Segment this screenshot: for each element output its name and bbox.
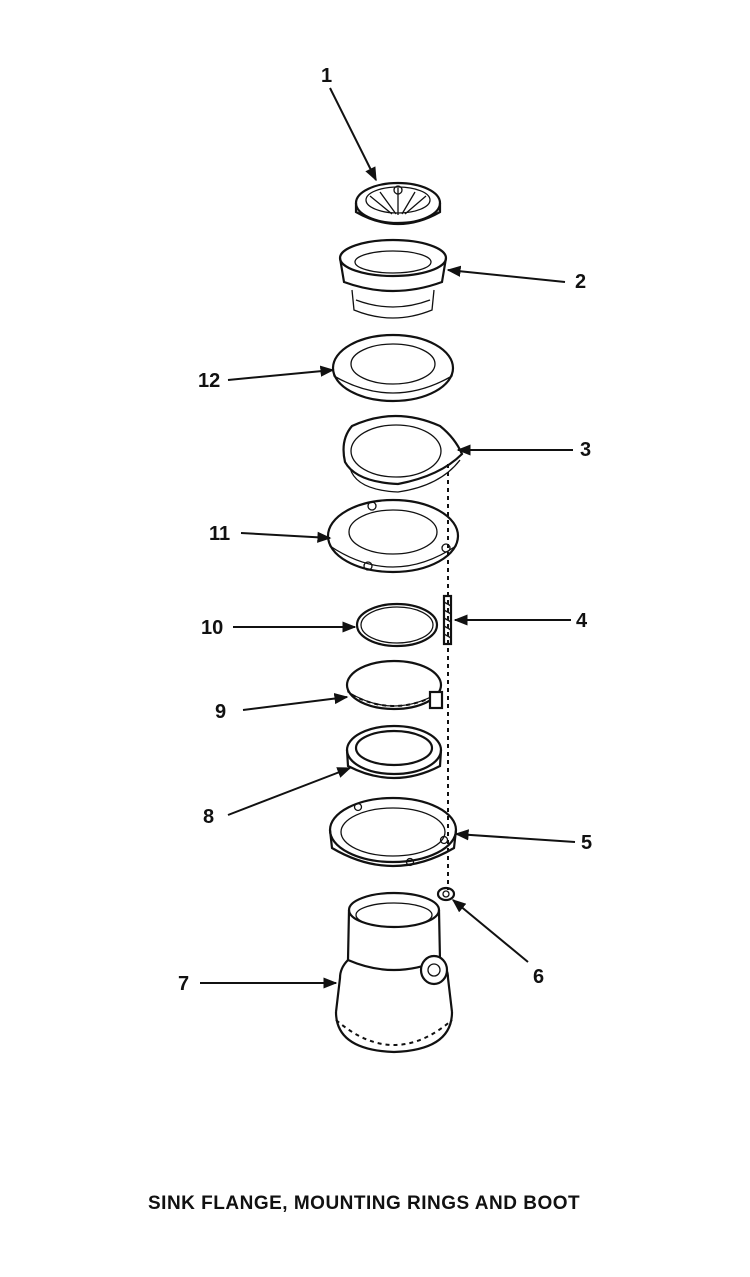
callout-9: 9 (215, 701, 226, 723)
part-1-stopper (354, 181, 442, 226)
callout-4: 4 (576, 610, 588, 632)
callout-12: 12 (198, 370, 220, 392)
part-7-boot (334, 891, 454, 1054)
part-3-triangle-mount (342, 414, 464, 493)
part-12-gasket (331, 333, 455, 403)
part-8-mounting-gasket (345, 724, 443, 780)
part-2-sink-flange (338, 238, 448, 319)
callout-1: 1 (321, 65, 332, 87)
part-11-backup-flange (326, 498, 460, 574)
callout-6: 6 (533, 966, 544, 988)
callout-3: 3 (580, 439, 591, 461)
part-6-nut (436, 886, 456, 902)
diagram-caption: SINK FLANGE, MOUNTING RINGS AND BOOT (148, 1193, 580, 1214)
callout-11: 11 (209, 523, 230, 545)
part-9-clamp (345, 659, 444, 711)
part-10-snap-ring (355, 602, 439, 648)
callout-10: 10 (201, 617, 223, 639)
part-5-lower-ring (328, 796, 458, 868)
callout-8: 8 (203, 806, 214, 828)
leader-lines (200, 87, 576, 989)
callout-7: 7 (178, 973, 189, 995)
callout-2: 2 (575, 271, 586, 293)
callout-5: 5 (581, 832, 592, 854)
